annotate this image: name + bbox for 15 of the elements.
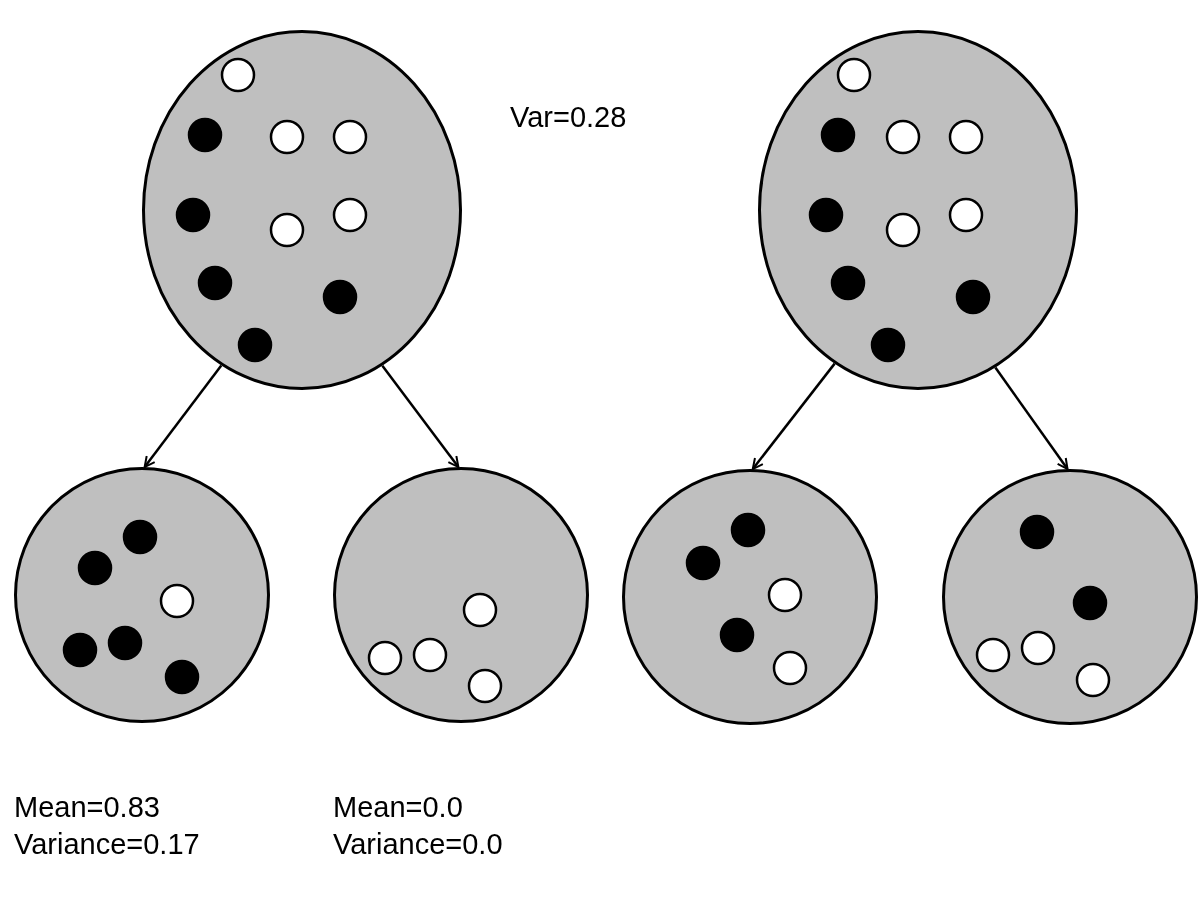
statistic-text: Mean=0.0 — [333, 790, 463, 825]
arrow — [994, 366, 1069, 470]
group-circle — [758, 30, 1078, 390]
group-circle — [142, 30, 462, 390]
statistic-text: Variance=0.17 — [14, 827, 200, 862]
arrow — [751, 362, 836, 471]
arrow — [143, 364, 223, 469]
group-circle — [14, 467, 270, 723]
group-circle — [942, 469, 1198, 725]
arrow — [381, 364, 460, 469]
group-circle — [622, 469, 878, 725]
statistic-text: Mean=0.83 — [14, 790, 160, 825]
variance-label: Var=0.28 — [510, 100, 627, 135]
group-circle — [333, 467, 589, 723]
statistic-text: Variance=0.0 — [333, 827, 503, 862]
